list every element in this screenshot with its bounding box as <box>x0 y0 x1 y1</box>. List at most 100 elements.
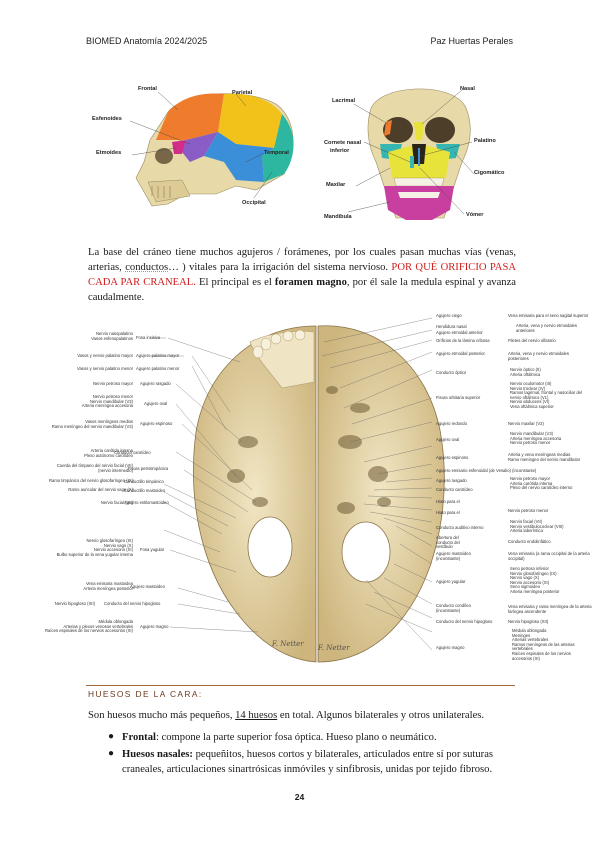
bullet-frontal-text: : compone la parte superior fosa óptica.… <box>155 732 437 743</box>
base-right-label: Arteria y vena meníngeas medias Ramo men… <box>508 452 581 462</box>
base-left-struct: Agujero estilomastoideo <box>124 500 169 505</box>
label-etmoides: Etmoides <box>96 150 122 156</box>
cara-text-1: Son huesos mucho más pequeños, <box>88 710 236 721</box>
label-parietal: Parietal <box>232 90 253 96</box>
base-right-struct: Hendidura nasal <box>436 324 467 329</box>
base-right-struct: Agujero rasgado <box>436 478 467 483</box>
base-left-label: Vasos y nervio palatino mayor <box>77 353 133 358</box>
frontal-skull-illustration <box>347 88 475 220</box>
base-left-struct: Fosa incisiva <box>136 335 161 340</box>
label-maxilar: Maxilar <box>326 182 346 188</box>
base-right-label: Nervio petroso menor <box>508 508 549 513</box>
base-left-struct: Agujero rasgado <box>140 381 171 386</box>
base-right-struct: Fisura orbitaria superior <box>436 395 481 400</box>
section-divider <box>86 685 515 686</box>
base-right-struct: Agujero etmoidal anterior <box>436 330 483 335</box>
base-right-struct: Abertura del conducto del vestíbulo <box>436 535 460 550</box>
base-right-struct: Hiato para el <box>436 510 460 515</box>
label-cornete-2: inferior <box>330 148 350 154</box>
intro-text-5: , por él sale la medula espinal y avanza… <box>88 277 517 303</box>
base-left-label: Vasos y nervio palatino menor <box>76 366 133 371</box>
bullet-dot: ● <box>108 731 115 742</box>
bullet-nasales-text: pequeñitos, huesos cortos y bilaterales,… <box>122 749 494 775</box>
base-left-label: Cuerda del tímpano del nervio facial (VI… <box>56 463 133 473</box>
base-left-struct: Conductillo mastoideo <box>124 488 166 493</box>
base-right-label: Nervio facial (VII) Nervio vestibulococl… <box>510 519 564 534</box>
base-left-label: Médula oblongada Arterias y plexos venos… <box>45 619 133 634</box>
label-mandibula: Mandíbula <box>324 214 352 220</box>
base-left-struct: Conducto carotídeo <box>114 450 151 455</box>
base-left-label: Nervio petroso menor Nervio mandibular (… <box>81 394 133 409</box>
intro-conductos: conductos <box>125 262 169 273</box>
base-right-struct: Agujero mastoideo (inconstante) <box>436 551 471 561</box>
label-occipital: Occipital <box>242 200 266 206</box>
cara-14-huesos: 14 huesos <box>235 710 278 721</box>
base-right-label: Nervio mandibular (V3) Arteria meníngea … <box>510 431 562 446</box>
header-course: BIOMED Anatomía 2024/2025 <box>86 36 208 46</box>
base-left-label: Nervio glosofaríngeo (IX) Nervio vago (X… <box>56 538 133 557</box>
label-palatino: Palatino <box>474 138 496 144</box>
base-left-struct: Agujero magno <box>140 624 169 629</box>
base-right-label: Médula oblongada Meninges Arterias verte… <box>512 628 575 661</box>
base-right-label: Conducto endolinfático <box>508 539 551 544</box>
intro-red-note: POR QUÉ ORIFICIO PASA CADA PAR CRANEAL. <box>88 262 517 288</box>
netter-signature-left: F. Netter <box>272 640 304 648</box>
base-right-struct: Conducto del nervio hipogloso <box>436 619 493 624</box>
label-esfenoides: Esfenoides <box>92 116 122 122</box>
base-right-struct: Agujero redondo <box>436 421 467 426</box>
section-title-huesos-cara: HUESOS DE LA CARA: <box>88 689 203 699</box>
cara-text-2: en total. Algunos bilaterales y otros un… <box>277 710 485 721</box>
base-right-label: Nervio óptico (II) Arteria oftálmica <box>510 367 541 377</box>
base-left-label: Nervio hipogloso (XII) <box>54 601 95 606</box>
base-left-struct: Agujero palatino menor <box>136 366 180 371</box>
base-right-struct: Conducto auditivo interno <box>436 525 484 530</box>
base-left-label: Ramo auricular del nervio vago (X) <box>68 487 133 492</box>
base-right-label: Arteria, vena y nervio etmoidales poster… <box>508 351 569 361</box>
bullet-frontal: Frontal: compone la parte superior fosa … <box>122 730 518 745</box>
base-right-struct: Conducto condíleo (inconstante) <box>436 603 471 613</box>
label-cigomatico: Cigomático <box>474 170 505 176</box>
bullet-nasales-term: Huesos nasales: <box>122 749 193 760</box>
netter-signature-right: F. Netter <box>318 644 350 652</box>
base-left-struct: Fosa yugular <box>140 547 165 552</box>
base-left-label: Ramo timpánico del nervio glosofaríngeo … <box>48 478 133 483</box>
base-right-struct: Agujero espinoso <box>436 455 469 460</box>
label-vomer: Vómer <box>466 212 484 218</box>
base-right-label: Nervio oculomotor (III) Nervio troclear … <box>510 381 582 409</box>
cara-paragraph: Son huesos mucho más pequeños, 14 huesos… <box>88 709 518 723</box>
lateral-skull-illustration <box>129 91 294 207</box>
base-right-struct: Conducto carotídeo <box>436 487 473 492</box>
cranial-base-figure: Nervio nasopalatino Vasos esfenopalatino… <box>0 312 599 672</box>
base-right-struct: Agujero magno <box>436 645 465 650</box>
cranial-base-illustration <box>150 317 445 663</box>
label-cornete-1: Cornete nasal <box>324 140 361 146</box>
intro-text-4: El principal es el <box>195 277 275 288</box>
base-right-struct: Hiato para el <box>436 499 460 504</box>
base-left-struct: Conductillo timpánico <box>124 479 164 484</box>
base-right-struct: Agujero oval <box>436 437 460 442</box>
base-right-label: Vena emisaria (a rama occipital de la ar… <box>508 551 590 561</box>
label-temporal: Temporal <box>264 150 289 156</box>
base-right-struct: Agujero etmoidal posterior <box>436 351 485 356</box>
base-left-label: Nervio facial (VII) <box>100 500 133 505</box>
base-left-label: Vena emisaria mastoidea Arteria meníngea… <box>83 581 133 591</box>
intro-paragraph: La base del cráneo tiene muchos agujeros… <box>88 245 516 305</box>
base-left-struct: Agujero palatino mayor <box>136 353 180 358</box>
intro-foramen-magno: foramen magno <box>274 277 347 288</box>
intro-text-1: La base del cráneo tiene muchos agujeros… <box>88 247 516 273</box>
bullet-dot: ● <box>108 748 115 759</box>
page-header: BIOMED Anatomía 2024/2025 Paz Huertas Pe… <box>86 36 513 50</box>
base-right-label: Nervio maxilar (V2) <box>508 421 544 426</box>
intro-text-3: … ) vitales para la irrigación del siste… <box>168 262 392 273</box>
bullet-frontal-term: Frontal <box>122 732 156 743</box>
base-right-struct: Agujero emisario esfenoidal (de Vesalio)… <box>436 468 537 473</box>
base-right-label: Seno petroso inferior Nervio glosofaríng… <box>510 566 560 594</box>
bullet-huesos-nasales: Huesos nasales: pequeñitos, huesos corto… <box>122 747 518 777</box>
base-right-struct: Orificios de la lámina cribosa <box>436 338 490 343</box>
header-author: Paz Huertas Perales <box>430 36 513 46</box>
label-lacrimal: Lacrimal <box>332 98 356 104</box>
base-right-label: Arteria, vena y nervio etmoidales anteri… <box>516 323 577 333</box>
base-right-label: Vena emisaria y rama meníngea de la arte… <box>508 604 592 614</box>
base-right-label: Nervio petroso mayor Arteria carótida in… <box>510 476 573 491</box>
base-right-struct: Agujero ciego <box>436 313 462 318</box>
